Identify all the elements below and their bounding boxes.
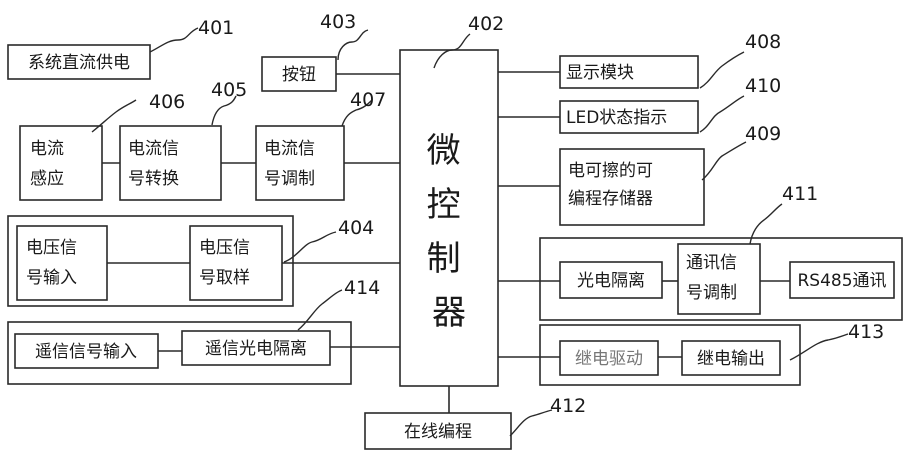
comm-modulation-line-2: 号调制 [686,283,737,303]
current-modulation-label: 电流信 号调制 [264,139,320,189]
online-programming-box [364,412,512,450]
remote-optical-isolation-label: 遥信光电隔离 [205,339,307,359]
system-dc-power-box [7,44,151,80]
comm-modulation-label: 通讯信 号调制 [686,253,742,303]
current-modulation-line-1: 电流信 [264,139,315,159]
remote-signal-input-label: 遥信信号输入 [35,342,137,362]
current-modulation-box [255,125,345,201]
voltage-input-box [16,225,108,301]
display-module-label: 显示模块 [566,63,634,83]
communication-group-frame [539,237,903,321]
relay-drive-box [559,340,659,376]
online-programming-label: 在线编程 [404,422,472,442]
eeprom-line-2: 编程存储器 [568,189,653,209]
ref-405: 405 [211,79,247,101]
voltage-sample-line-1: 电压信 [199,238,250,258]
remote-signal-input-box [14,333,159,369]
ref-403: 403 [320,11,356,33]
current-sense-line-1: 电流 [30,139,64,159]
mcu-char-2: 控 [427,185,461,225]
optical-isolation-box [559,261,663,299]
microcontroller-box [399,49,499,387]
rs485-box [789,261,895,299]
ref-402: 402 [468,13,504,35]
ref-409: 409 [745,123,781,145]
ref-406: 406 [149,91,185,113]
connection-lines [102,71,790,413]
voltage-sample-label: 电压信 号取样 [199,238,255,288]
current-sense-line-2: 感应 [30,169,64,189]
mcu-char-4: 器 [432,293,466,333]
voltage-group-frame [7,215,294,307]
ref-401: 401 [198,17,234,39]
ref-411: 411 [782,183,818,205]
current-sense-box [19,125,103,201]
voltage-sample-box [189,225,283,301]
microcontroller-label: 微 控 制 器 [427,131,472,333]
button-box [261,56,337,92]
button-label: 按钮 [282,65,316,85]
current-convert-line-2: 号转换 [128,169,179,189]
ref-408: 408 [745,31,781,53]
led-status-label: LED状态指示 [566,108,667,128]
ref-404: 404 [338,217,374,239]
ref-410: 410 [745,75,781,97]
remote-signal-group-frame [7,321,352,385]
eeprom-line-1: 电可擦的可 [568,161,653,181]
current-sense-label: 电流 感应 [30,139,69,189]
relay-output-label: 继电输出 [697,349,765,369]
remote-optical-isolation-box [181,330,331,366]
relay-output-box [681,340,781,376]
reference-leaders [91,27,849,437]
eeprom-box [559,148,705,226]
system-dc-power-label: 系统直流供电 [28,53,130,73]
voltage-input-line-2: 号输入 [26,268,77,288]
led-status-box [559,100,699,134]
eeprom-label: 电可擦的可 编程存储器 [568,161,658,209]
mcu-char-3: 制 [427,239,461,279]
comm-modulation-line-1: 通讯信 [686,253,737,273]
optical-isolation-label: 光电隔离 [577,271,645,291]
ref-407: 407 [350,89,386,111]
current-convert-line-1: 电流信 [128,139,179,159]
ref-412: 412 [550,395,586,417]
current-convert-box [119,125,222,201]
mcu-char-1: 微 [427,131,461,171]
voltage-sample-line-2: 号取样 [199,268,250,288]
current-convert-label: 电流信 号转换 [128,139,184,189]
voltage-input-line-1: 电压信 [26,238,77,258]
comm-modulation-box [677,243,761,315]
ref-413: 413 [848,321,884,343]
voltage-input-label: 电压信 号输入 [26,238,82,288]
display-module-box [559,55,699,89]
ref-414: 414 [344,277,380,299]
relay-drive-label: 继电驱动 [575,349,643,369]
rs485-label: RS485通讯 [797,271,886,291]
current-modulation-line-2: 号调制 [264,169,315,189]
